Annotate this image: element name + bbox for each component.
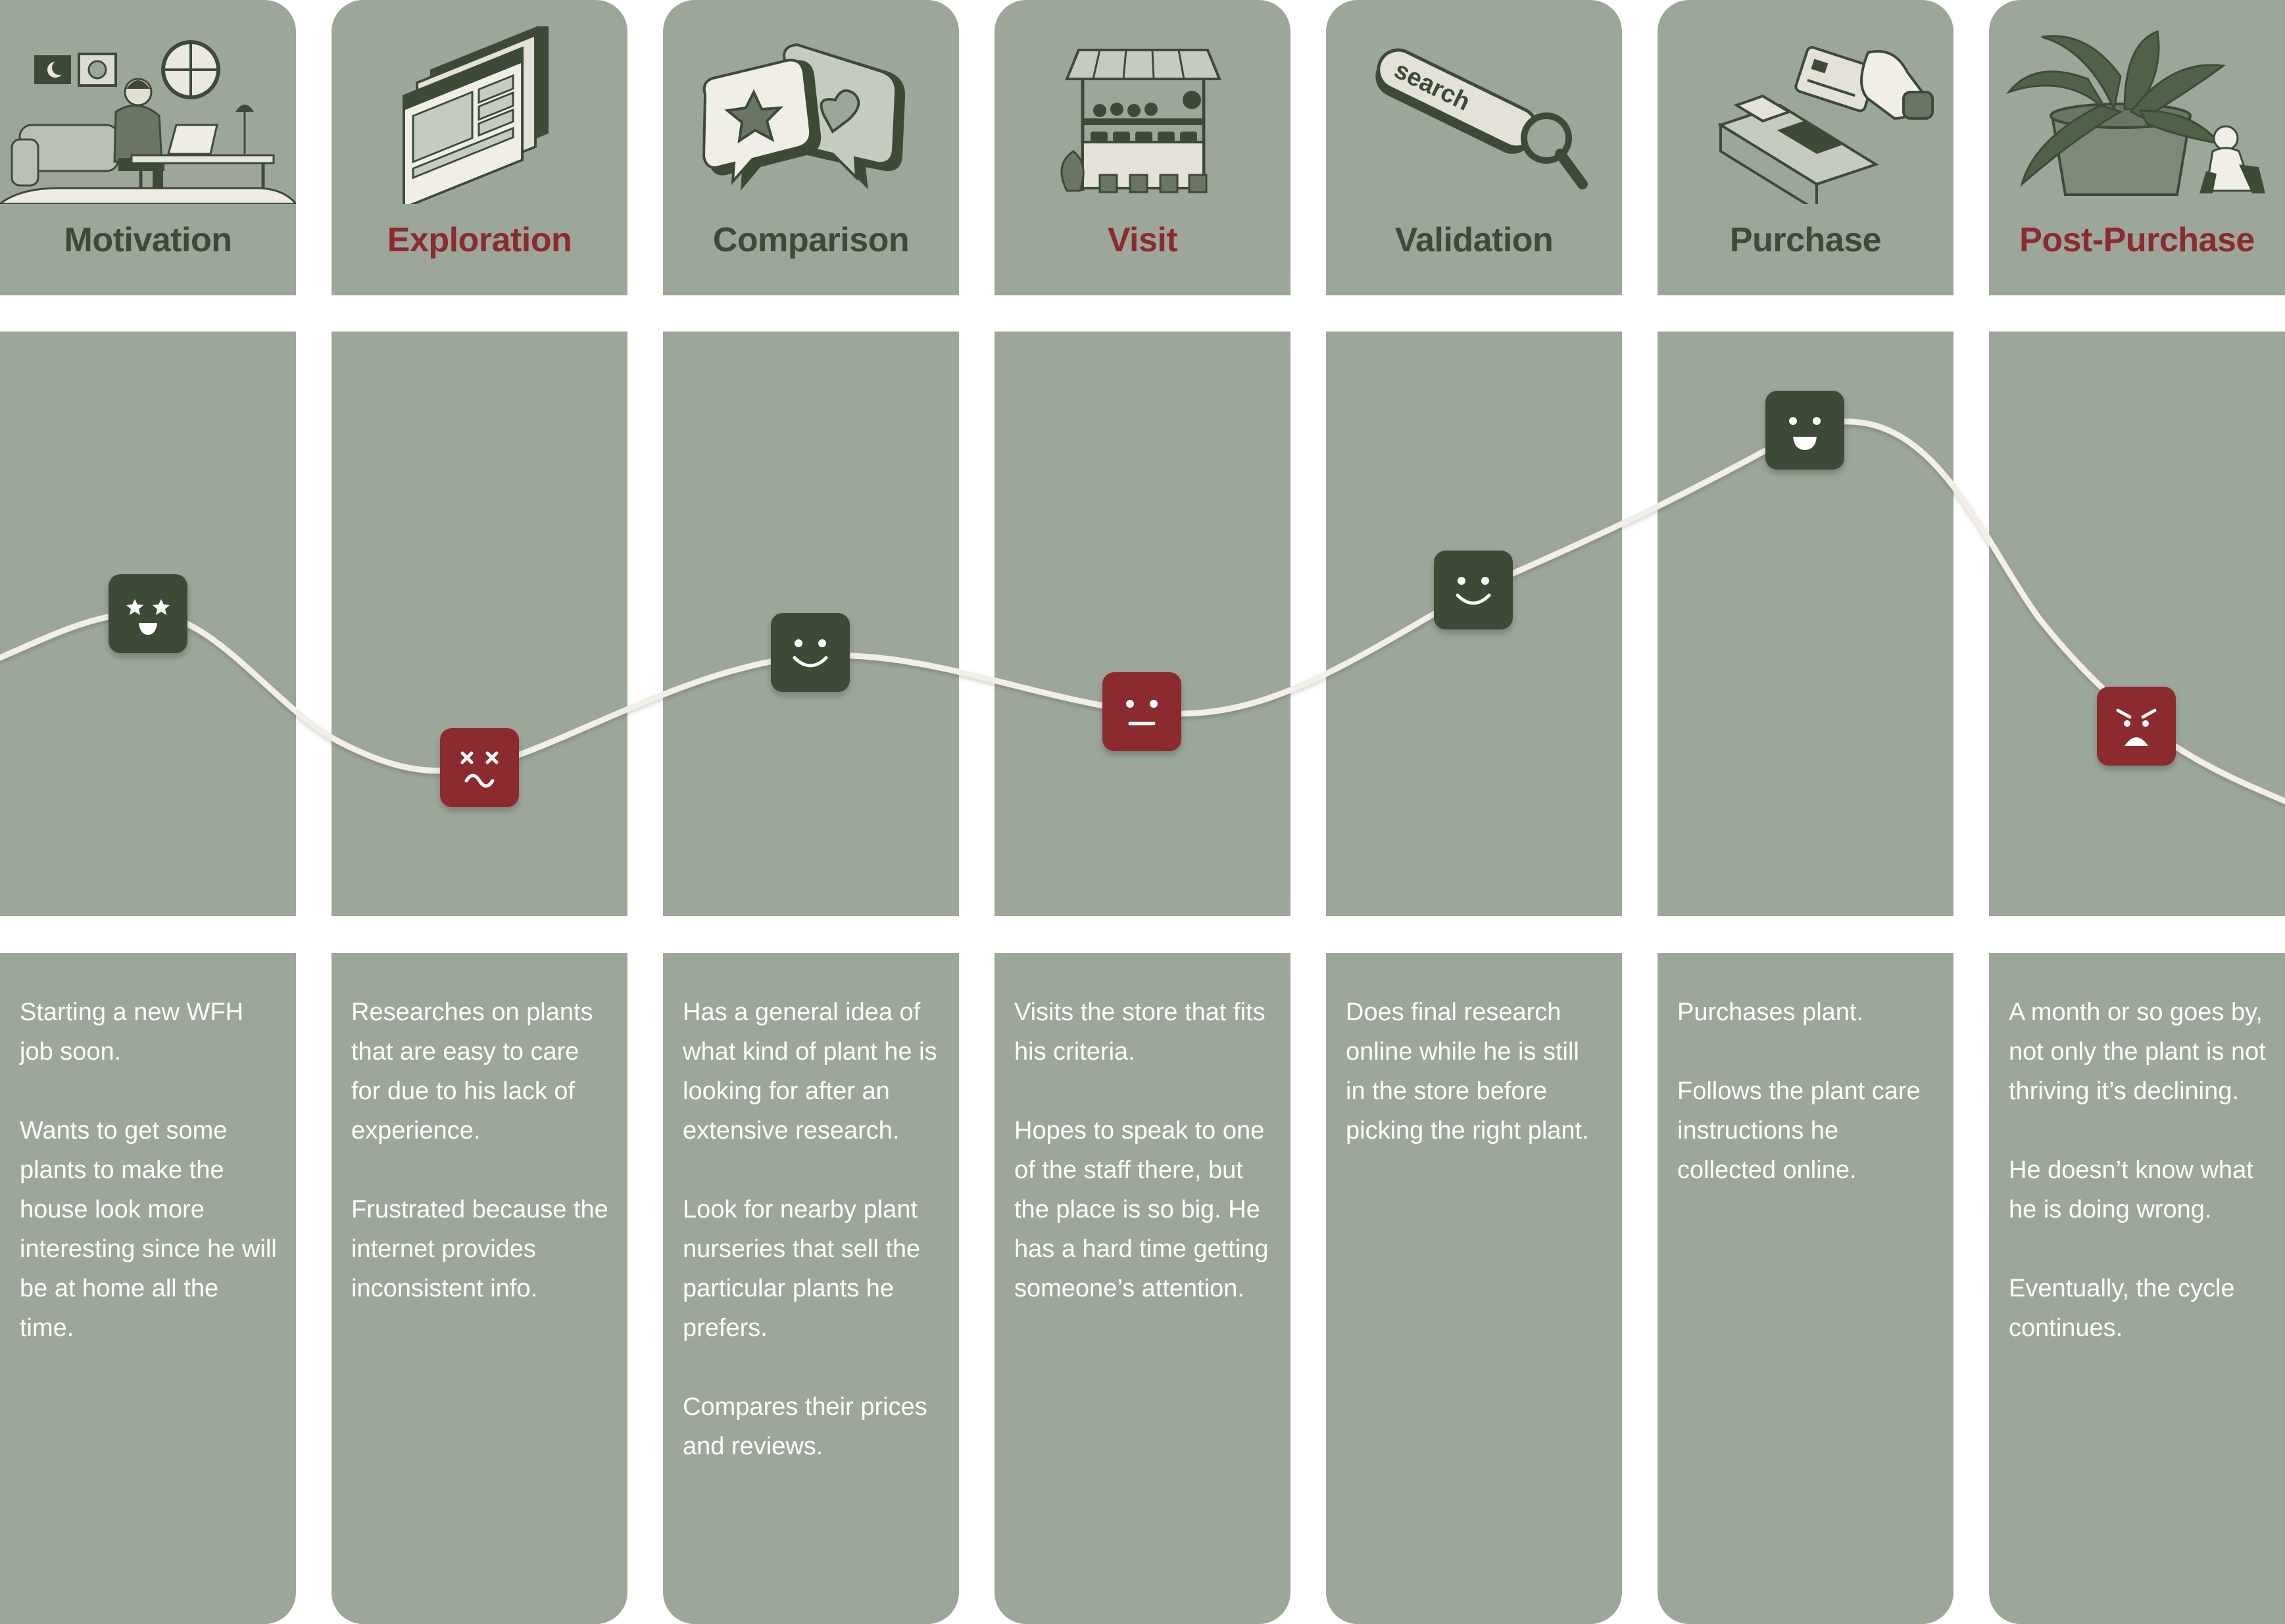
stage-note: Has a general idea of what kind of plant… (683, 998, 937, 1144)
angry-face-icon (2097, 687, 2176, 766)
stage-notes-comparison: Has a general idea of what kind of plant… (663, 953, 959, 1624)
stage-title: Post-Purchase (2019, 221, 2255, 259)
stage-header-motivation: Motivation (0, 0, 296, 295)
stage-note: A month or so goes by, not only the plan… (2009, 998, 2266, 1105)
smile-face-icon (1434, 551, 1513, 629)
stage-header-comparison: Comparison (663, 0, 959, 295)
stage-title: Motivation (64, 221, 232, 259)
working-from-home-illustration (0, 40, 296, 204)
stage-note: Starting a new WFH job soon. (20, 998, 243, 1066)
star-eyes-face-icon (109, 574, 187, 653)
search-bar-illustration: search (1375, 48, 1588, 189)
stage-notes-motivation: Starting a new WFH job soon. Wants to ge… (0, 953, 296, 1624)
card-payment-illustration (1717, 46, 1934, 204)
stage-header-visit: Visit (995, 0, 1290, 295)
stage-note: Frustrated because the internet provides… (351, 1196, 608, 1302)
stage-note: Look for nearby plant nurseries that sel… (683, 1196, 921, 1342)
stage-header-post-purchase: Post-Purchase (1989, 0, 2285, 295)
stage-note: Hopes to speak to one of the staff there… (1014, 1117, 1269, 1302)
stage-note: Does final research online while he is s… (1346, 998, 1589, 1144)
smile-face-icon (771, 613, 850, 692)
stage-title: Visit (1107, 221, 1178, 259)
stage-note: Follows the plant care instructions he c… (1677, 1077, 1921, 1184)
stage-note: Eventually, the cycle continues. (2009, 1275, 2235, 1342)
stage-title: Purchase (1729, 221, 1882, 259)
stage-header-exploration: Exploration (332, 0, 627, 295)
emotion-lane-post-purchase (1989, 332, 2285, 916)
stage-title: Validation (1394, 221, 1554, 259)
stage-note: He doesn’t know what he is doing wrong. (2009, 1156, 2253, 1223)
stage-title: Exploration (387, 221, 572, 259)
stage-note: Purchases plant. (1677, 998, 1864, 1026)
stage-notes-exploration: Researches on plants that are easy to ca… (332, 953, 627, 1624)
emotion-lane-exploration (332, 332, 627, 916)
browser-windows-illustration (403, 26, 549, 204)
wilting-plant-illustration (2005, 30, 2265, 196)
neutral-face-icon (1102, 672, 1181, 751)
stage-note: Researches on plants that are easy to ca… (351, 998, 593, 1144)
stage-note: Visits the store that fits his criteria. (1014, 998, 1265, 1066)
stage-notes-visit: Visits the store that fits his criteria.… (995, 953, 1290, 1624)
stage-note: Wants to get some plants to make the hou… (20, 1117, 277, 1342)
grin-face-icon (1765, 391, 1844, 470)
stage-notes-purchase: Purchases plant. Follows the plant care … (1658, 953, 1953, 1624)
stage-notes-validation: Does final research online while he is s… (1326, 953, 1622, 1624)
stage-header-validation: search Validation (1326, 0, 1622, 295)
stage-title: Comparison (712, 221, 910, 259)
stage-note: Compares their prices and reviews. (683, 1393, 927, 1460)
dizzy-face-icon (440, 728, 519, 807)
plant-stall-illustration (1060, 49, 1221, 193)
emotion-lane-visit (995, 332, 1290, 916)
review-bubbles-illustration (702, 43, 906, 191)
stage-notes-post-purchase: A month or so goes by, not only the plan… (1989, 953, 2285, 1624)
stage-header-purchase: Purchase (1658, 0, 1953, 295)
